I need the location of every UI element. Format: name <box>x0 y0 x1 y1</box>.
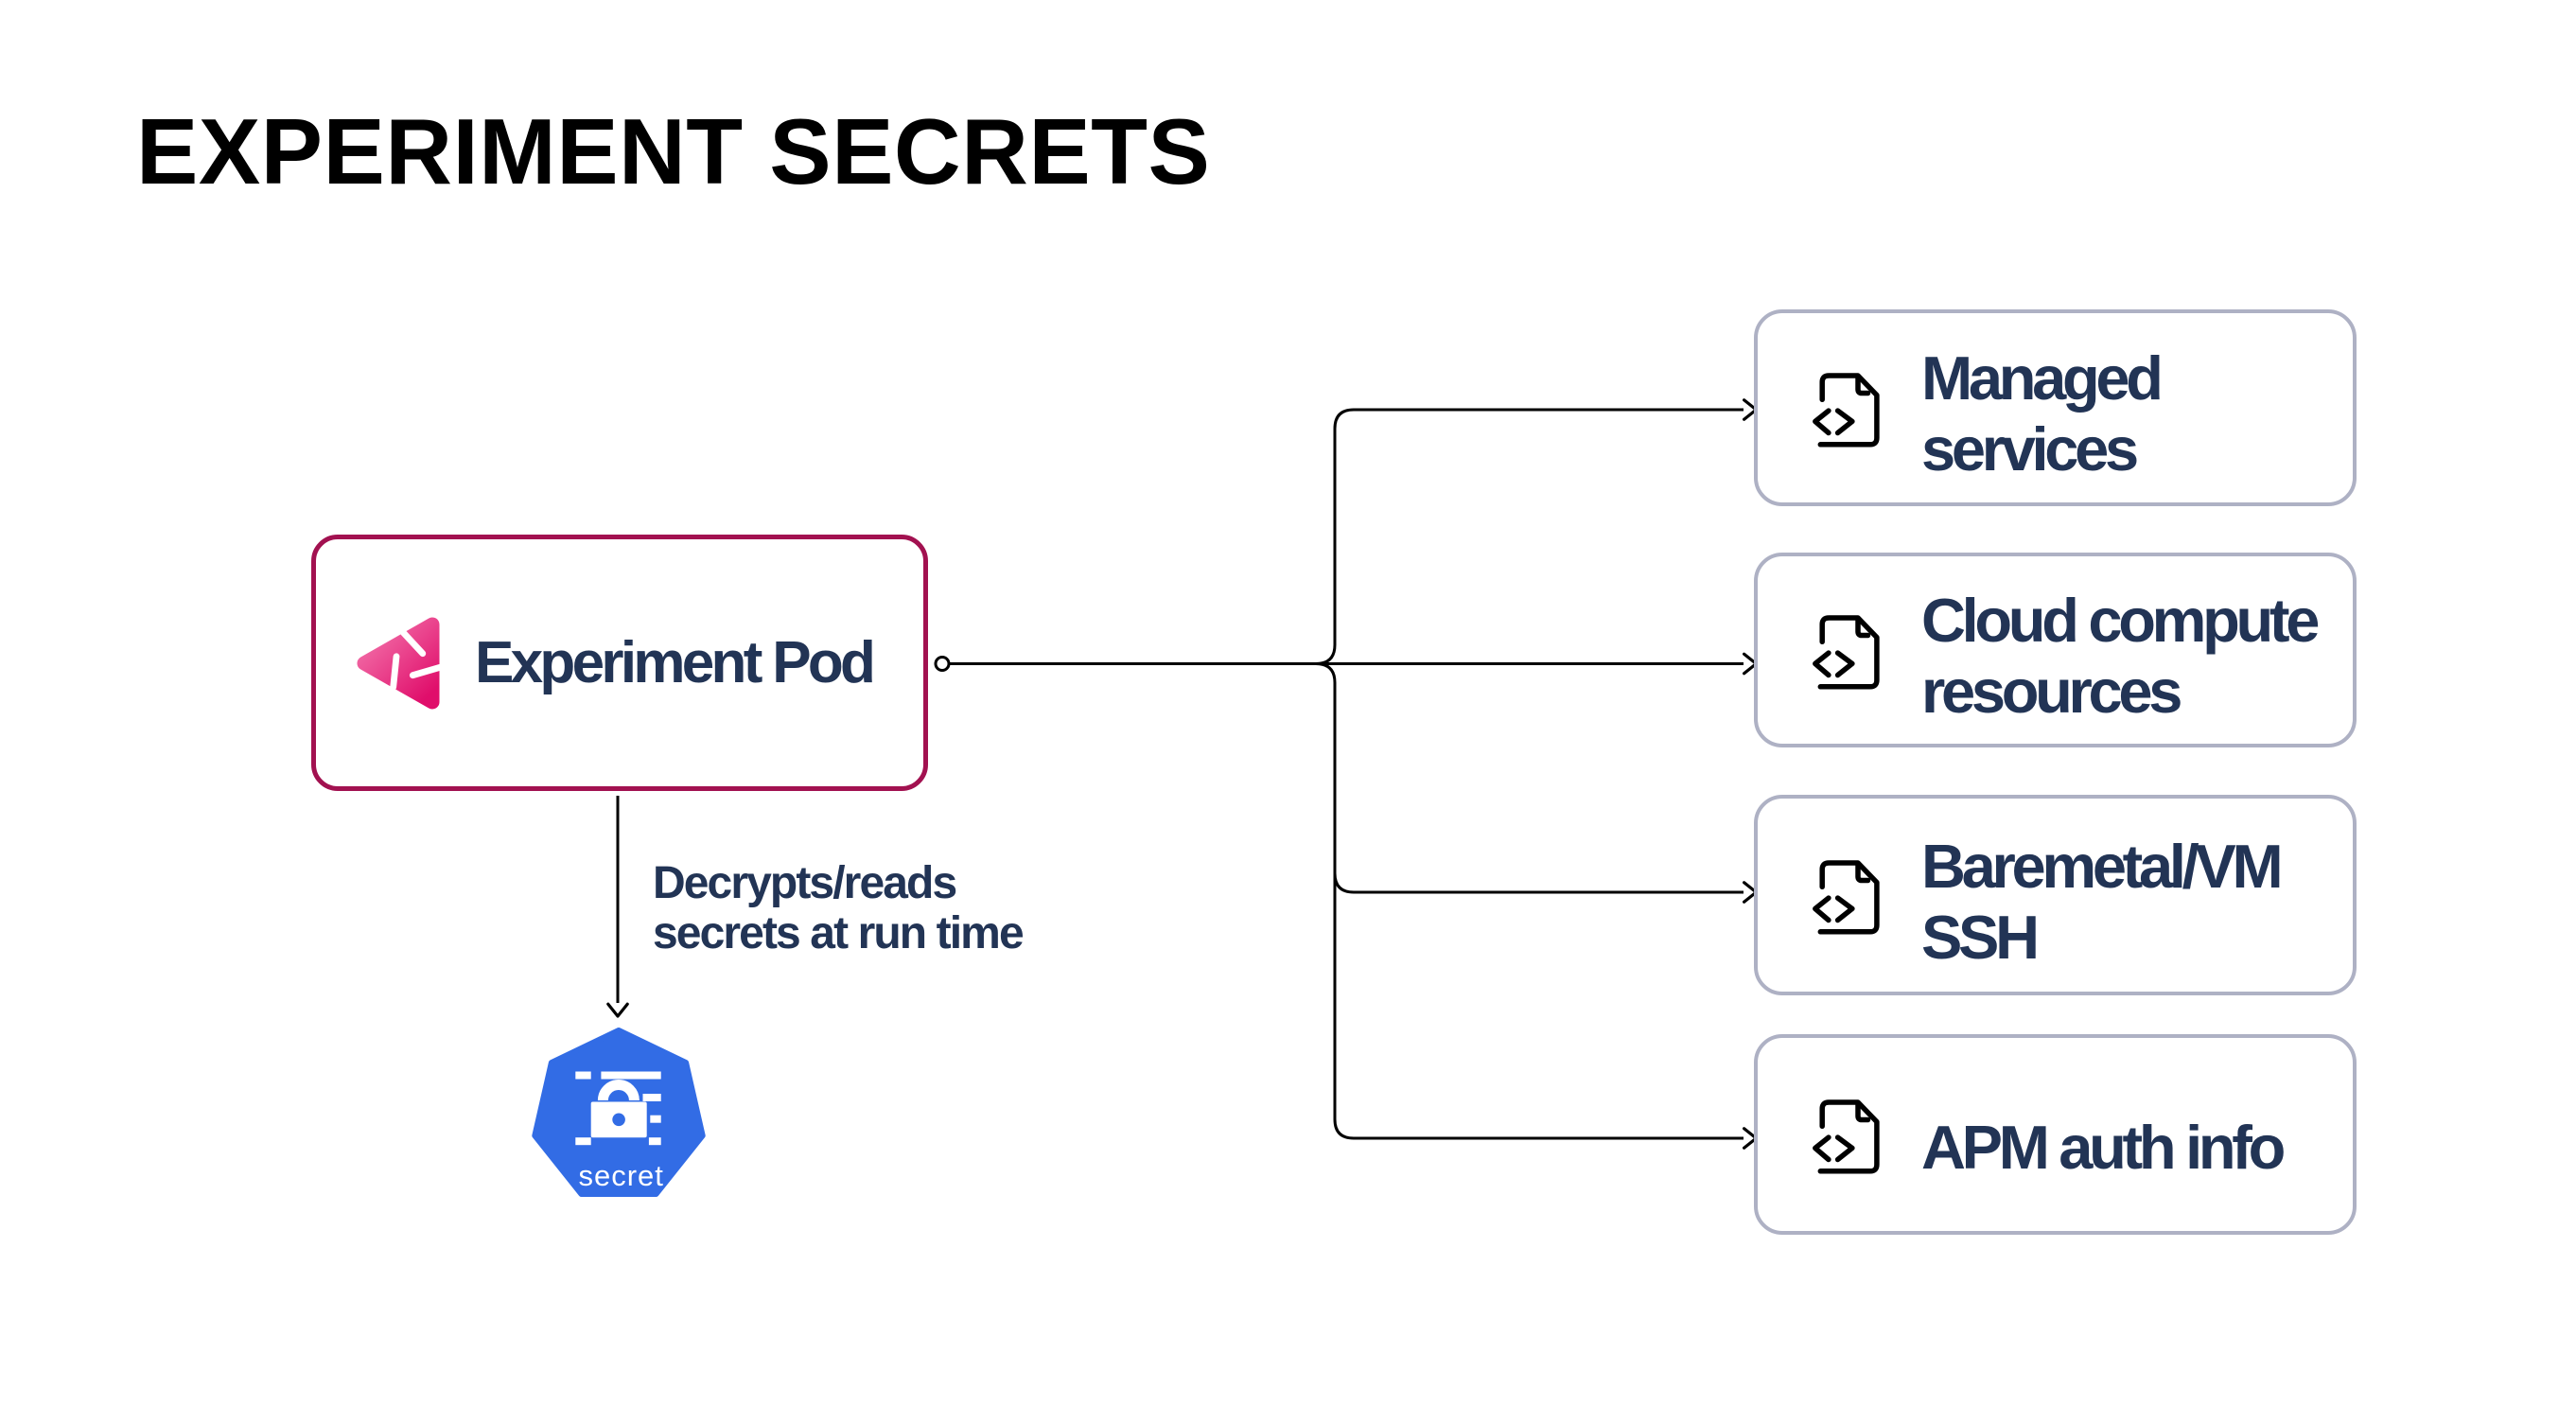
svg-text:secret: secret <box>578 1159 663 1192</box>
